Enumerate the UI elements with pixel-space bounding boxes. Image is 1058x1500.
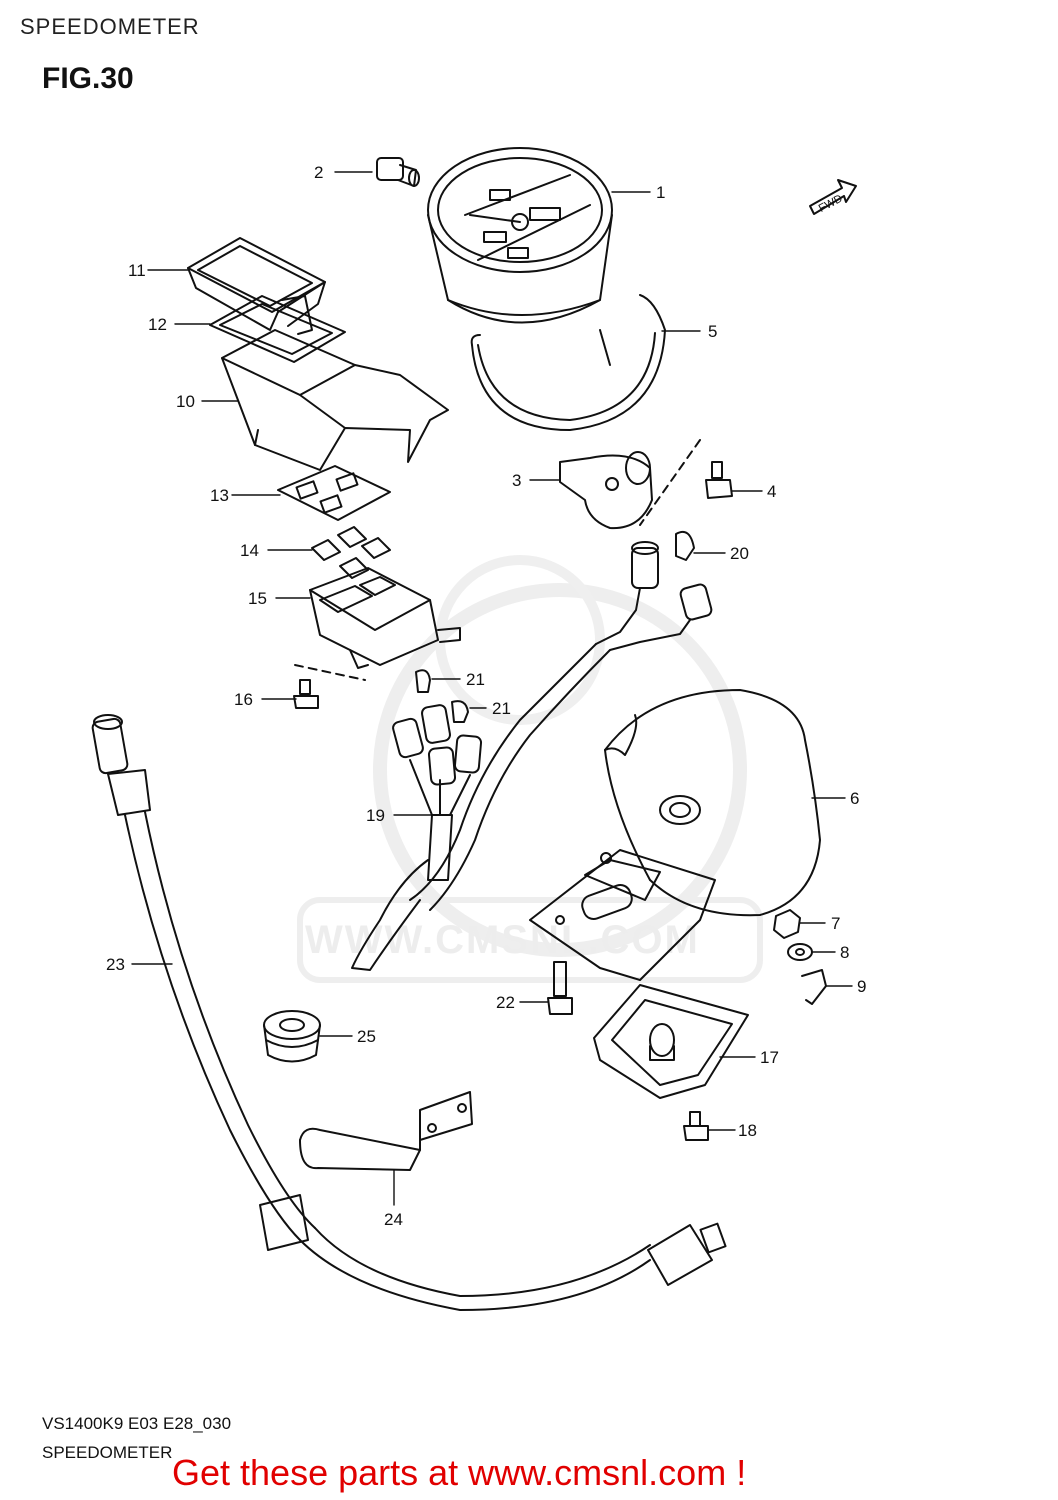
callout-25: 25	[357, 1027, 376, 1046]
part-indicator-lens[interactable]	[187, 237, 326, 335]
callout-21b: 21	[492, 699, 511, 718]
part-screw-18[interactable]	[683, 1111, 709, 1141]
part-speedometer-gauge[interactable]	[427, 147, 613, 366]
footer-section-name: SPEEDOMETER	[42, 1443, 173, 1462]
part-grommet[interactable]	[263, 1010, 321, 1063]
part-switch-gasket[interactable]	[277, 465, 391, 521]
part-washer-8[interactable]	[787, 943, 813, 961]
part-indicator-case[interactable]	[309, 567, 461, 669]
part-screw-4[interactable]	[639, 439, 733, 526]
part-bolt-22[interactable]	[547, 961, 573, 1015]
part-small-bulbs[interactable]	[415, 669, 469, 723]
callout-14: 14	[240, 541, 259, 560]
callout-10: 10	[176, 392, 195, 411]
figure-label: FIG.30	[42, 62, 134, 95]
part-lens-gasket[interactable]	[209, 295, 346, 363]
callout-20: 20	[730, 544, 749, 563]
callout-19: 19	[366, 806, 385, 825]
callout-12: 12	[148, 315, 167, 334]
part-bulbs[interactable]	[595, 530, 713, 651]
part-speedometer-cable[interactable]	[91, 714, 727, 1311]
callout-18: 18	[738, 1121, 757, 1140]
part-meter-bracket[interactable]	[529, 849, 716, 981]
callout-16: 16	[234, 690, 253, 709]
part-gasket-ring[interactable]	[470, 294, 666, 431]
part-clamp-bracket[interactable]	[299, 1091, 473, 1171]
callout-6: 6	[850, 789, 859, 808]
callout-3: 3	[512, 471, 521, 490]
callout-23: 23	[106, 955, 125, 974]
part-meter-case[interactable]	[604, 689, 821, 917]
cta-link[interactable]: Get these parts at www.cmsnl.com !	[172, 1452, 747, 1493]
part-indicator-housing[interactable]	[221, 329, 449, 471]
part-bulb-socket[interactable]	[376, 157, 420, 187]
callouts: 2 1 11 12 5 10 3 4 13 14 20 15 21 16 21 …	[106, 163, 866, 1229]
callout-2: 2	[314, 163, 323, 182]
callout-7: 7	[831, 914, 840, 933]
callout-22: 22	[496, 993, 515, 1012]
part-nut-7[interactable]	[773, 909, 801, 939]
fwd-arrow-icon: FWD	[809, 179, 857, 215]
callout-8: 8	[840, 943, 849, 962]
callout-9: 9	[857, 977, 866, 996]
callout-4: 4	[767, 482, 776, 501]
part-indicator-film[interactable]	[311, 526, 391, 579]
callout-1: 1	[656, 183, 665, 202]
part-screw-16[interactable]	[293, 664, 366, 709]
callout-13: 13	[210, 486, 229, 505]
part-wiring-harness[interactable]	[351, 643, 611, 971]
part-bolt-9[interactable]	[801, 969, 827, 1005]
callout-17: 17	[760, 1048, 779, 1067]
fwd-label: FWD	[817, 192, 845, 214]
part-cover-17[interactable]	[593, 984, 749, 1099]
callout-5: 5	[708, 322, 717, 341]
part-gearbox[interactable]	[559, 451, 653, 530]
footer-model-code: VS1400K9 E03 E28_030	[42, 1414, 232, 1433]
callout-24: 24	[384, 1210, 403, 1229]
callout-11: 11	[128, 261, 146, 280]
callout-21a: 21	[466, 670, 485, 689]
watermark-text: WWW.CMSNL.COM	[305, 918, 700, 962]
page-title: SPEEDOMETER	[20, 14, 200, 39]
callout-15: 15	[248, 589, 267, 608]
